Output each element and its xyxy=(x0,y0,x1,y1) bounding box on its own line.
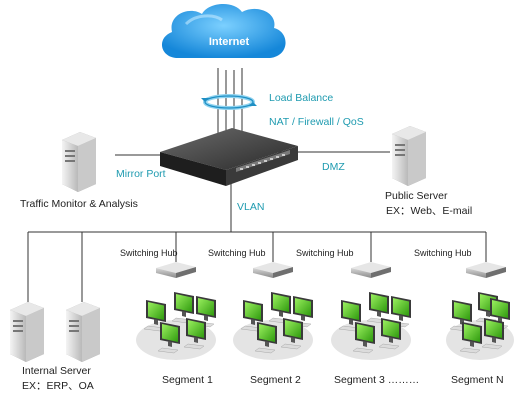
segment-n-label: Segment N xyxy=(451,374,504,386)
internal-server-icon xyxy=(66,302,100,362)
vlan-label: VLAN xyxy=(237,201,264,213)
switching-hub-label: Switching Hub xyxy=(414,248,472,258)
traffic-monitor-server-icon xyxy=(62,132,96,192)
traffic-monitor-label: Traffic Monitor & Analysis xyxy=(20,198,138,210)
internal-server-icon xyxy=(10,302,44,362)
internal-server-label: Internal Server xyxy=(22,365,91,377)
segment-n-workstations xyxy=(446,291,514,360)
internal-server-example: EX：ERP、OA xyxy=(22,380,94,392)
mirror-port-label: Mirror Port xyxy=(116,168,166,180)
segment-2-label: Segment 2 xyxy=(250,374,301,386)
switching-hub-label: Switching Hub xyxy=(296,248,354,258)
switching-hub-icon xyxy=(156,262,196,278)
switching-hub-label: Switching Hub xyxy=(120,248,178,258)
public-server-icon xyxy=(392,126,426,186)
segment-2-workstations xyxy=(233,291,314,360)
switching-hub-icon xyxy=(466,262,506,278)
switching-hub-icon xyxy=(253,262,293,278)
load-balance-ring-icon xyxy=(201,94,257,110)
internet-cloud-icon xyxy=(161,3,286,58)
segment-3-workstations xyxy=(331,291,412,360)
load-balance-label: Load Balance xyxy=(269,92,333,104)
gateway-router-icon xyxy=(160,128,298,186)
public-server-example: EX：Web、E-mail xyxy=(386,205,472,217)
switching-hub-label: Switching Hub xyxy=(208,248,266,258)
public-server-label: Public Server xyxy=(385,190,448,202)
nat-firewall-qos-label: NAT / Firewall / QoS xyxy=(269,116,364,128)
segment-1-workstations xyxy=(136,291,217,360)
internet-label: Internet xyxy=(209,36,250,48)
segment-1-label: Segment 1 xyxy=(162,374,213,386)
dmz-label: DMZ xyxy=(322,161,345,173)
segment-3-label: Segment 3 ……… xyxy=(334,374,419,386)
switching-hub-icon xyxy=(351,262,391,278)
